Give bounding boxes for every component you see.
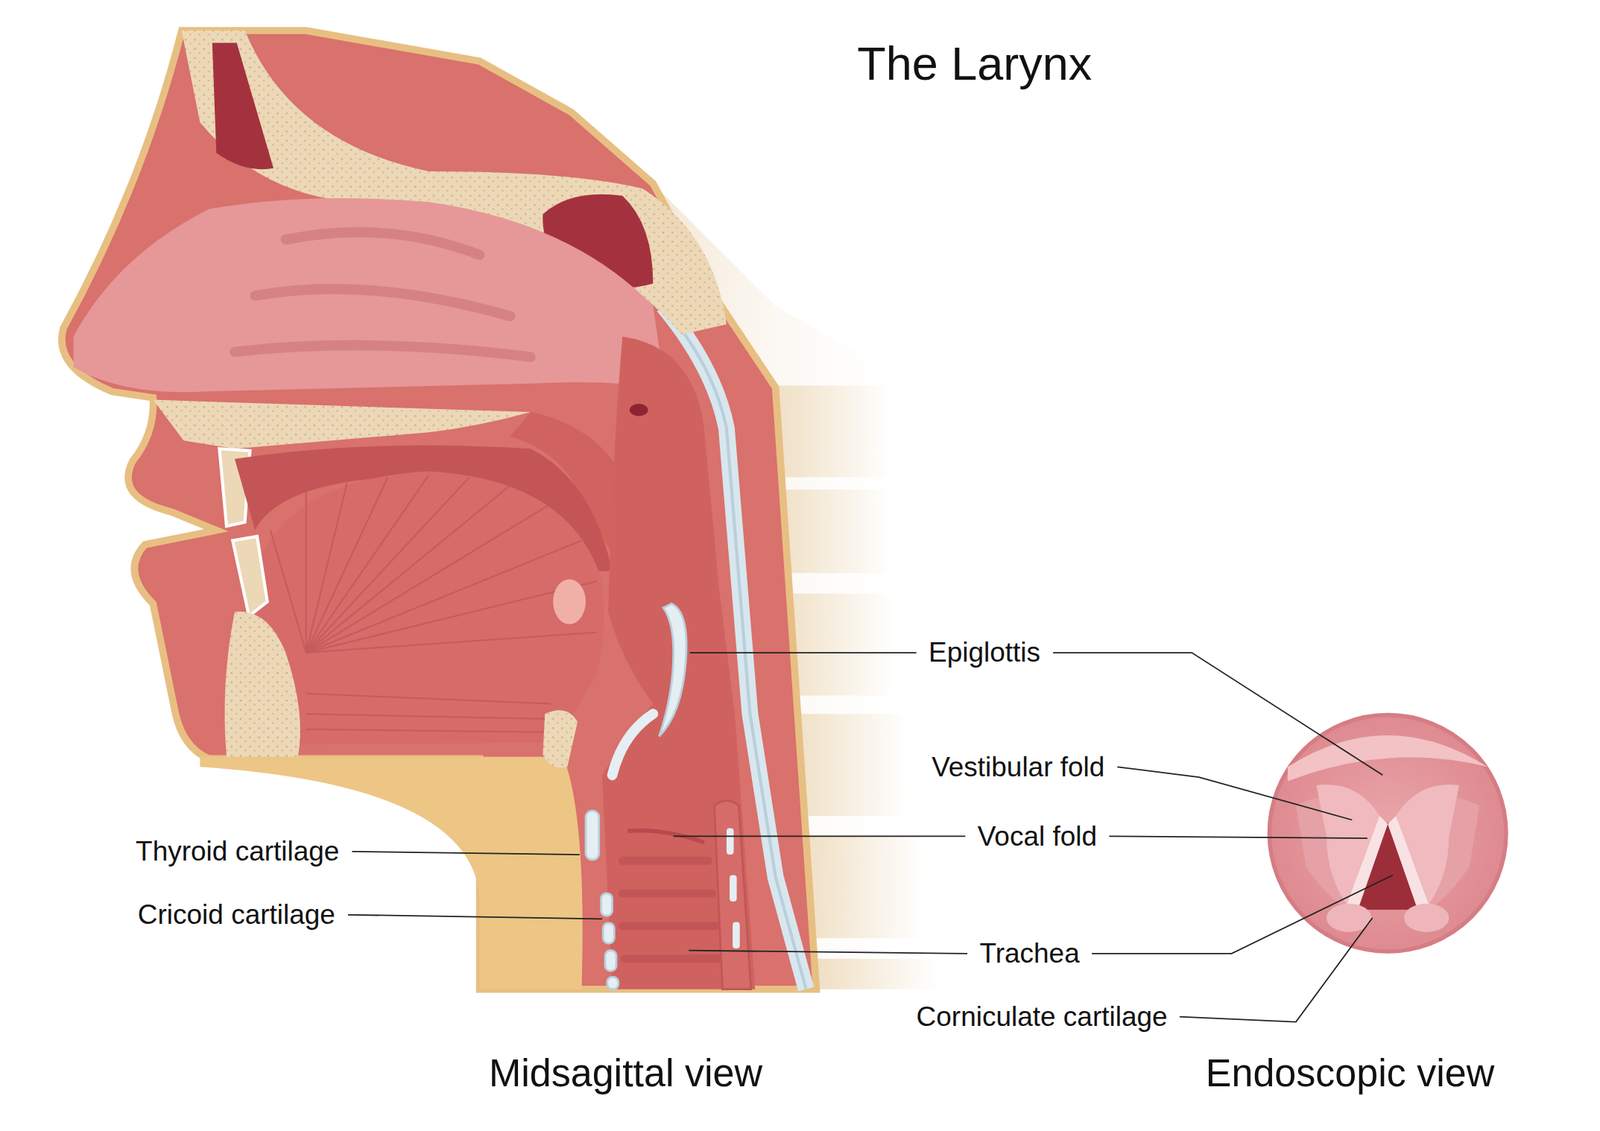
part-label: Trachea (979, 937, 1080, 971)
diagram-title: The Larynx (857, 35, 1092, 92)
part-label: Vestibular fold (931, 750, 1105, 784)
leader-line (1117, 766, 1352, 820)
part-label: Epiglottis (928, 636, 1041, 670)
leader-line (673, 836, 966, 838)
part-label: Thyroid cartilage (135, 835, 340, 869)
part-label: Corniculate cartilage (916, 1000, 1168, 1034)
part-label: Cricoid cartilage (137, 898, 336, 932)
leader-line (351, 851, 580, 855)
view-caption: Endoscopic view (1205, 1050, 1495, 1097)
leader-line (1108, 836, 1367, 839)
leader-line (688, 950, 968, 954)
part-label: Vocal fold (977, 820, 1097, 854)
view-caption: Midsagittal view (488, 1050, 763, 1097)
leader-line (690, 652, 917, 654)
leader-line (1179, 918, 1373, 1023)
leader-line (1091, 874, 1393, 954)
leader-line (348, 915, 603, 919)
